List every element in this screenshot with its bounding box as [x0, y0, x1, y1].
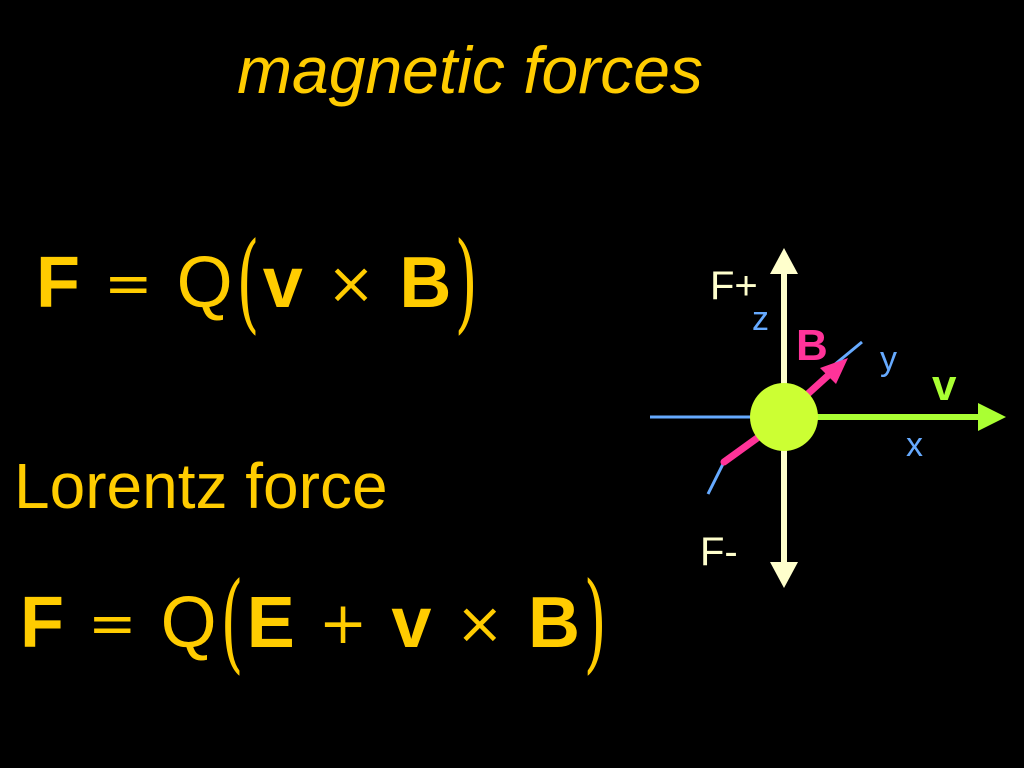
- y-axis-label: y: [880, 340, 897, 378]
- open-paren: (: [236, 220, 260, 345]
- close-paren: ): [583, 560, 607, 685]
- x-axis-label: x: [906, 426, 923, 464]
- b-field-label: B: [796, 321, 828, 370]
- charge-symbol: Q: [176, 243, 233, 323]
- velocity-symbol: v: [391, 583, 432, 663]
- magnetic-force-equation: F = Q ( v × B ): [36, 228, 482, 338]
- charged-particle: [750, 383, 818, 451]
- force-symbol: F: [20, 583, 64, 663]
- lorentz-force-label: Lorentz force: [14, 450, 388, 522]
- plus-sign: +: [318, 589, 368, 657]
- velocity-label: v: [932, 361, 957, 410]
- force-plus-arrowhead: [770, 248, 798, 274]
- magnetic-field-symbol: B: [399, 243, 452, 323]
- force-minus-arrowhead: [770, 562, 798, 588]
- z-axis-label: z: [752, 300, 769, 338]
- cross-product-sign: ×: [455, 589, 505, 657]
- slide-title: magnetic forces: [237, 33, 703, 107]
- equals-sign: =: [103, 249, 153, 317]
- magnetic-field-symbol: B: [528, 583, 581, 663]
- charge-symbol: Q: [160, 583, 217, 663]
- lorentz-force-equation: F = Q ( E + v × B ): [20, 568, 610, 678]
- force-vector-diagram: F+ z B y v x F-: [620, 240, 1024, 600]
- equals-sign: =: [87, 589, 137, 657]
- f-minus-label: F-: [700, 530, 738, 574]
- b-field-arrowhead: [820, 358, 848, 384]
- electric-field-symbol: E: [246, 583, 295, 663]
- vector-diagram-svg: [650, 248, 1006, 588]
- close-paren: ): [454, 220, 479, 345]
- y-axis-line-bottom: [706, 461, 726, 495]
- b-field-vector-tail: [720, 432, 764, 466]
- f-plus-label: F+: [710, 264, 758, 308]
- cross-product-sign: ×: [326, 249, 376, 317]
- velocity-arrowhead: [978, 403, 1006, 431]
- velocity-symbol: v: [262, 243, 303, 323]
- open-paren: (: [220, 560, 244, 685]
- force-symbol: F: [36, 243, 80, 323]
